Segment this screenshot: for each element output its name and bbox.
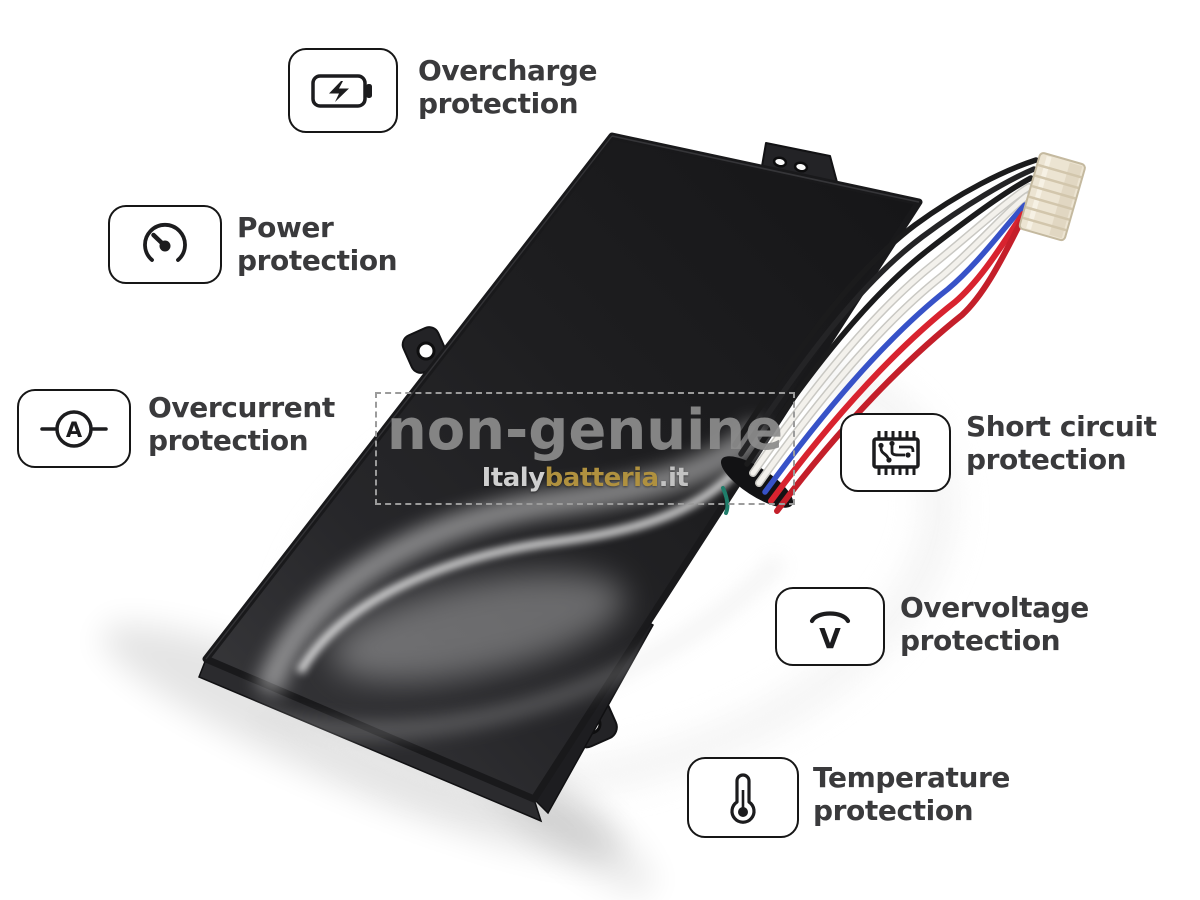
thermometer-icon	[730, 772, 756, 824]
feature-label-line2: protection	[900, 624, 1061, 657]
feature-box-short-circuit	[840, 413, 951, 492]
voltage-letter: V	[819, 622, 841, 655]
feature-label-line1: Power	[237, 211, 334, 244]
feature-label-line1: Overcharge	[418, 54, 598, 87]
edge-highlight-left	[205, 135, 613, 660]
chip-icon	[871, 430, 920, 475]
feature-label-line2: protection	[418, 87, 579, 120]
connector	[1018, 152, 1086, 242]
wire-teal	[721, 486, 730, 515]
edge-highlight-top	[611, 135, 920, 203]
feature-box-temperature	[687, 757, 799, 838]
feature-label-overcurrent: Overcurrent protection	[148, 391, 335, 457]
feature-box-power	[108, 205, 222, 284]
feature-label-line1: Overvoltage	[900, 591, 1089, 624]
feature-label-temperature: Temperature protection	[813, 761, 1010, 827]
wire-blue	[762, 202, 1028, 495]
watermark-box: non-genuine Italybatteria.it	[375, 392, 795, 505]
wire-white	[756, 193, 1030, 486]
wire-black	[738, 166, 1037, 457]
flare-swoosh	[252, 418, 786, 739]
feature-label-line1: Temperature	[813, 761, 1011, 794]
battery-charge-icon	[311, 73, 372, 108]
brand-prefix: Italy	[481, 463, 546, 493]
wire-harness	[720, 157, 1039, 515]
wire-black	[732, 157, 1039, 448]
brand-suffix: .it	[658, 463, 689, 493]
wire-red	[768, 211, 1026, 504]
feature-box-overcurrent: A	[17, 389, 131, 468]
wire-white	[750, 184, 1032, 476]
wire-red	[774, 219, 1024, 514]
feature-label-overvoltage: Overvoltage protection	[900, 591, 1089, 657]
feature-label-line1: Overcurrent	[148, 391, 335, 424]
feature-label-line2: protection	[148, 424, 309, 457]
voltage-arc-icon: V	[809, 610, 851, 655]
wire-black	[744, 175, 1034, 467]
feature-label-line2: protection	[966, 443, 1127, 476]
feature-box-overcharge	[288, 48, 398, 133]
feature-label-power: Power protection	[237, 211, 398, 277]
feature-label-line2: protection	[237, 244, 398, 277]
brand-highlight: batteria	[544, 463, 659, 493]
brand-logo: Italybatteria.it	[482, 463, 689, 493]
feature-box-overvoltage: V	[775, 587, 885, 666]
watermark-title: non-genuine	[386, 398, 784, 463]
feature-label-overcharge: Overcharge protection	[418, 54, 598, 120]
ammeter-icon: A	[40, 409, 108, 448]
feature-label-line2: protection	[813, 794, 974, 827]
gauge-icon	[143, 222, 187, 262]
feature-label-line1: Short circuit	[966, 410, 1157, 443]
feature-label-short-circuit: Short circuit protection	[966, 410, 1157, 476]
ammeter-letter: A	[66, 418, 83, 442]
